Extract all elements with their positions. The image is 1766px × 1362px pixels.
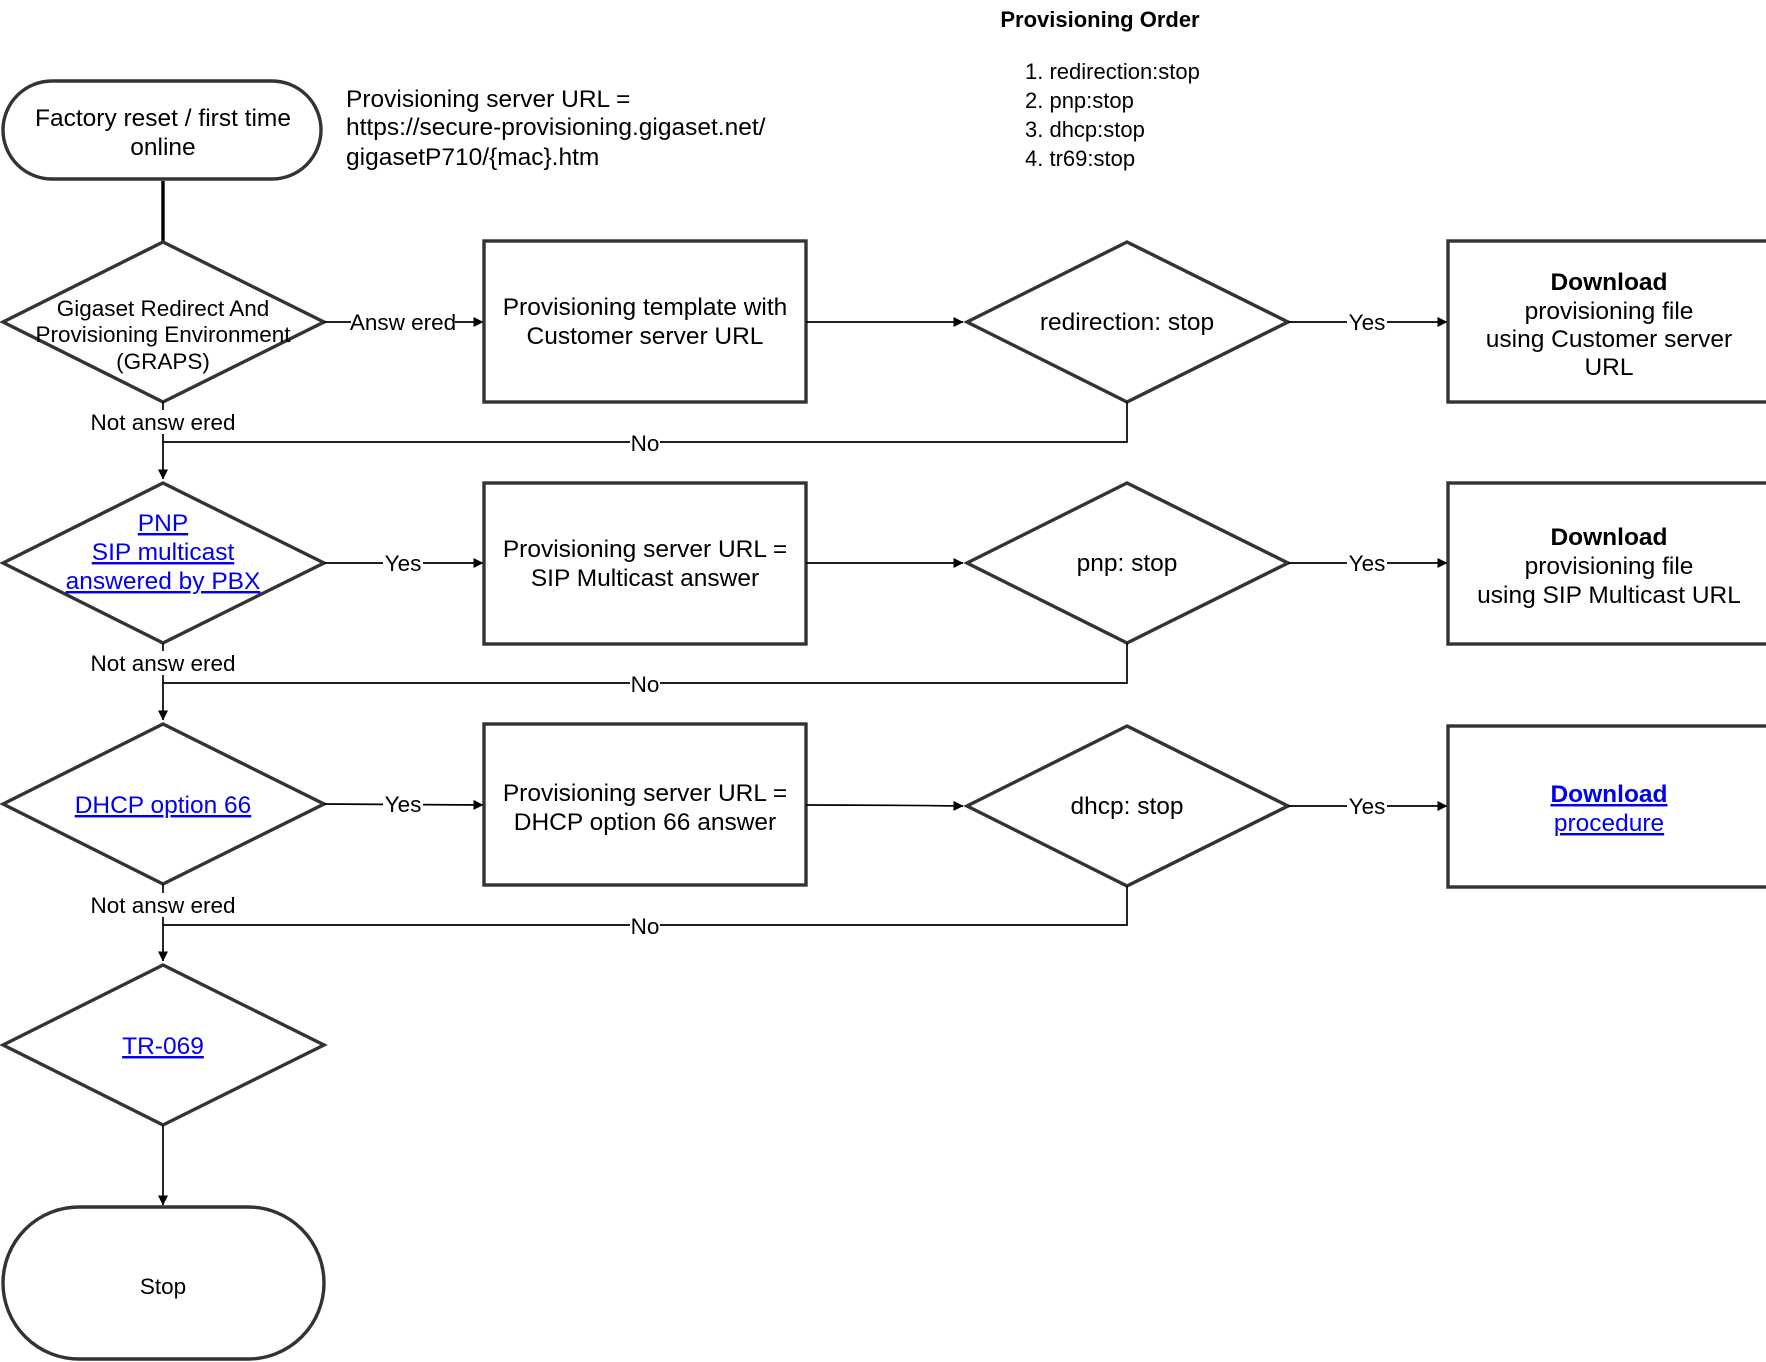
action-template: Provisioning template with Customer serv… (482, 239, 808, 404)
no-label: No (631, 914, 660, 939)
provisioning-order: Provisioning Order 1. redirection:stop 2… (1000, 7, 1200, 171)
decision-tr069[interactable]: TR-069 (0, 963, 328, 1127)
check-pnp-stop: pnp: stop (963, 481, 1292, 645)
answered-label: Answ ered (350, 310, 456, 335)
start-terminator: Factory reset / first time online (1, 79, 323, 181)
check-redirection-stop: redirection: stop (963, 240, 1292, 404)
action-dhcp-answer: Provisioning server URL = DHCP option 66… (482, 722, 808, 887)
row-pnp: PNP SIP multicast answered by PBX Yes Pr… (0, 481, 1766, 721)
result-line: URL (1584, 354, 1633, 381)
action-label: Provisioning template with (503, 294, 788, 321)
procedure-link[interactable]: procedure (1554, 810, 1664, 837)
decision-label: (GRAPS) (116, 349, 210, 374)
decision-graps: Gigaset Redirect And Provisioning Enviro… (0, 240, 328, 404)
result-line: provisioning file (1525, 553, 1694, 580)
result-title: Download (1550, 269, 1667, 296)
start-label: Factory reset / first time (35, 105, 291, 132)
check-dhcp-stop: dhcp: stop (963, 724, 1292, 888)
decision-label: Provisioning Environment (35, 322, 291, 347)
action-label: DHCP option 66 answer (514, 809, 776, 836)
result-line: using SIP Multicast URL (1477, 582, 1741, 609)
order-item: 1. redirection:stop (1025, 59, 1200, 84)
yes-label: Yes (1349, 551, 1386, 576)
action-label: SIP Multicast answer (531, 565, 759, 592)
decision-label: Gigaset Redirect And (57, 296, 270, 321)
not-answered-label: Not answ ered (90, 651, 235, 676)
order-item: 4. tr69:stop (1025, 146, 1135, 171)
answered-by-pbx-link[interactable]: answered by PBX (66, 568, 261, 595)
result-download-customer-url: Download provisioning file using Custome… (1446, 239, 1766, 404)
not-answered-label: Not answ ered (90, 893, 235, 918)
download-link[interactable]: Download (1550, 781, 1667, 808)
no-label: No (631, 431, 660, 456)
dhcp-option-66-link[interactable]: DHCP option 66 (75, 792, 252, 819)
yes-label: Yes (385, 551, 422, 576)
result-line: using Customer server (1486, 326, 1732, 353)
start-label: online (130, 134, 195, 161)
stop-label: Stop (140, 1274, 186, 1299)
result-download-procedure[interactable]: Download procedure (1446, 724, 1766, 889)
note-line: https://secure-provisioning.gigaset.net/ (346, 114, 766, 141)
action-label: Customer server URL (527, 323, 764, 350)
not-answered-label: Not answ ered (90, 410, 235, 435)
sip-multicast-link[interactable]: SIP multicast (92, 539, 235, 566)
result-title: Download (1550, 524, 1667, 551)
row-dhcp: DHCP option 66 Yes Provisioning server U… (0, 722, 1766, 962)
yes-label: Yes (1349, 794, 1386, 819)
note-line: Provisioning server URL = (346, 86, 630, 113)
server-url-note: Provisioning server URL = https://secure… (346, 86, 766, 171)
note-line: gigasetP710/{mac}.htm (346, 144, 599, 171)
action-sip-multicast: Provisioning server URL = SIP Multicast … (482, 481, 808, 646)
action-label: Provisioning server URL = (503, 536, 787, 563)
check-label: pnp: stop (1077, 550, 1178, 577)
check-label: redirection: stop (1040, 309, 1214, 336)
provisioning-order-title: Provisioning Order (1000, 7, 1200, 32)
row-graps: Gigaset Redirect And Provisioning Enviro… (0, 239, 1766, 480)
result-download-sip-url: Download provisioning file using SIP Mul… (1446, 481, 1766, 646)
order-item: 2. pnp:stop (1025, 88, 1134, 113)
no-label: No (631, 672, 660, 697)
action-label: Provisioning server URL = (503, 780, 787, 807)
order-item: 3. dhcp:stop (1025, 117, 1145, 142)
stop-terminator: Stop (1, 1205, 326, 1361)
pnp-link[interactable]: PNP (138, 510, 188, 537)
yes-label: Yes (385, 792, 422, 817)
result-line: provisioning file (1525, 298, 1694, 325)
check-label: dhcp: stop (1070, 793, 1183, 820)
tr069-link[interactable]: TR-069 (122, 1033, 204, 1060)
decision-pnp[interactable]: PNP SIP multicast answered by PBX (0, 481, 328, 645)
decision-dhcp[interactable]: DHCP option 66 (0, 722, 328, 886)
yes-label: Yes (1349, 310, 1386, 335)
